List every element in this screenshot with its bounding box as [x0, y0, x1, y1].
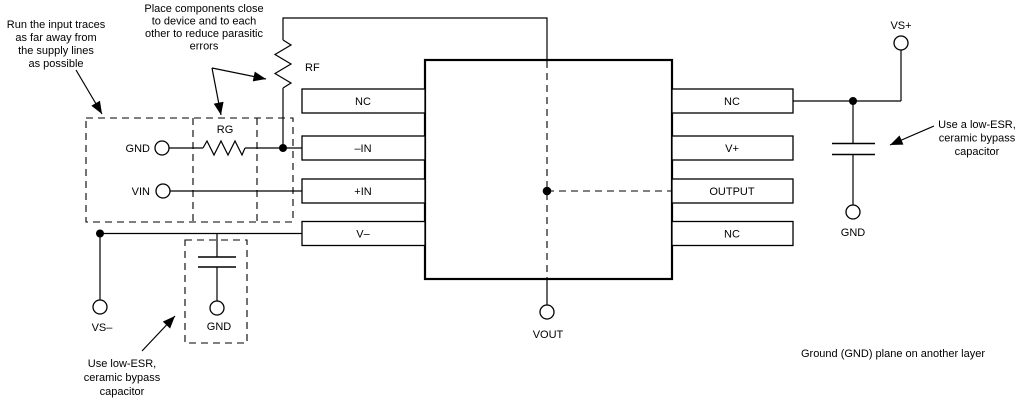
pin-box-inverting-input — [301, 135, 426, 161]
arrow-place-components-to-rg — [211, 67, 224, 116]
label-vout: VOUT — [533, 329, 564, 341]
annotation-run-input-line-2: as far away from — [15, 32, 96, 44]
label-gnd-bottom: GND — [207, 321, 232, 333]
bypass-cap-bottom — [198, 256, 236, 268]
annotation-bypass-left-line-1: Use low-ESR, — [88, 358, 156, 370]
arrow-place-components-to-rf — [211, 67, 267, 82]
arrow-bypass-left — [141, 315, 176, 352]
annotation-bypass-left-line-2: ceramic bypass — [84, 372, 161, 384]
label-vin: VIN — [132, 186, 150, 198]
pin-label-output: OUTPUT — [709, 186, 755, 198]
pin-box-vminus — [301, 220, 426, 247]
label-gnd-right: GND — [841, 227, 866, 239]
terminal-vs-plus — [893, 35, 909, 51]
resistor-rg — [202, 139, 246, 157]
pin-label-right-nc-bottom: NC — [724, 229, 740, 241]
arrow-run-input-traces — [75, 69, 103, 115]
pin-label-vminus: V– — [356, 229, 370, 241]
annotation-ground-plane: Ground (GND) plane on another layer — [801, 348, 985, 360]
annotation-place-components-line-1: Place components close — [144, 3, 263, 15]
terminal-vout — [539, 304, 555, 320]
pin-box-left-nc — [301, 88, 426, 114]
pin-box-right-nc-top — [671, 88, 794, 114]
annotation-place-components-line-4: errors — [190, 41, 219, 53]
label-rg: RG — [217, 124, 234, 136]
ic-internal-junction-dot — [542, 186, 552, 196]
arrow-bypass-right — [889, 125, 935, 146]
label-rf: RF — [305, 62, 320, 74]
bypass-cap-right — [832, 142, 875, 156]
bypass-cap-region-box — [184, 239, 248, 344]
pin-label-right-nc-top: NC — [724, 96, 740, 108]
feedback-trace — [282, 17, 548, 59]
pin-label-inverting-input: –IN — [354, 143, 371, 155]
pin-label-left-nc: NC — [355, 96, 371, 108]
annotation-bypass-right-line-2: ceramic bypass — [939, 133, 1016, 145]
pin-box-output — [671, 178, 794, 204]
pin-box-right-nc-bottom — [671, 220, 794, 247]
input-traces-region-box — [85, 117, 294, 223]
annotation-place-components-line-3: other to reduce parasitic — [145, 28, 264, 40]
annotation-place-components-line-2: to device and to each — [152, 16, 257, 28]
terminal-gnd-input — [154, 140, 170, 156]
junction-dot-vminus-node — [96, 229, 104, 238]
pin-label-vplus: V+ — [725, 143, 739, 155]
annotation-run-input-line-1: Run the input traces — [7, 19, 106, 31]
annotation-run-input-line-4: as possible — [28, 58, 83, 70]
terminal-gnd-right — [845, 204, 861, 220]
annotation-bypass-right-line-1: Use a low-ESR, — [938, 119, 1016, 131]
annotation-bypass-left-line-3: capacitor — [100, 386, 145, 398]
terminal-gnd-bottom — [209, 300, 225, 316]
junction-dot-vsplus-node — [849, 97, 857, 105]
label-vs-minus: VS– — [92, 322, 114, 334]
annotation-run-input-line-3: the supply lines — [18, 45, 94, 57]
terminal-vs-minus — [92, 299, 108, 315]
pin-box-vplus — [671, 135, 794, 161]
junction-dot-inverting-node — [279, 144, 287, 152]
label-vs-plus: VS+ — [890, 20, 911, 32]
terminal-vin — [155, 183, 171, 199]
resistor-rf — [273, 39, 293, 89]
pin-box-noninverting-input — [301, 178, 426, 204]
label-gnd-input: GND — [126, 143, 151, 155]
pin-label-noninverting-input: +IN — [354, 186, 371, 198]
annotation-bypass-right-line-3: capacitor — [955, 146, 1000, 158]
ic-body — [423, 58, 674, 281]
